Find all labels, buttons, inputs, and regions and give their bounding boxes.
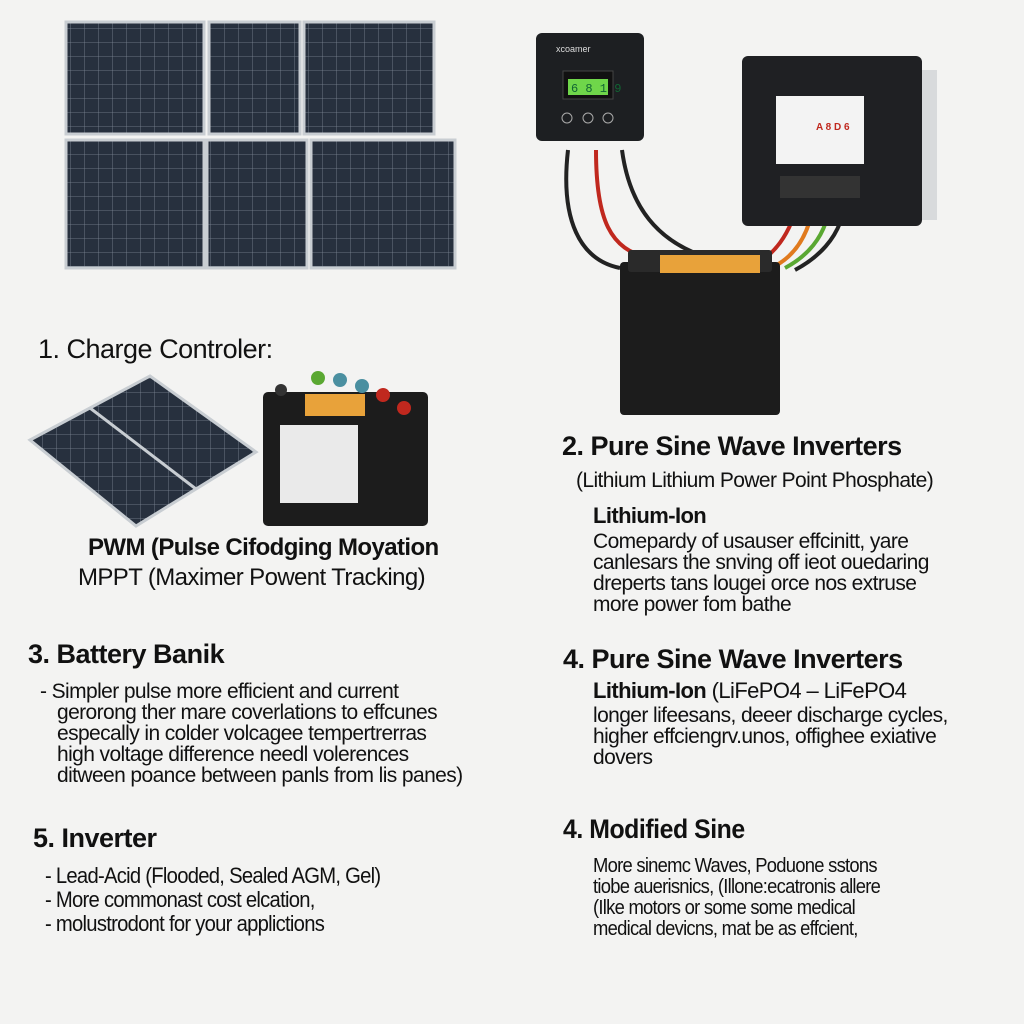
inverter-label: A 8 D 6 bbox=[816, 122, 850, 133]
controller-brand: xcoamer bbox=[556, 44, 591, 54]
text-line: higher effciengrv.unos, offighee exiativ… bbox=[593, 725, 937, 748]
button-icon bbox=[582, 112, 594, 124]
subheading-bold: Lithium-Ion bbox=[593, 678, 707, 703]
text-line: high voltage difference needl volerences bbox=[57, 743, 409, 766]
section-2-subheading: Lithium-Ion bbox=[593, 503, 707, 528]
text-line: (Ilke motors or some some medical bbox=[593, 897, 856, 919]
text-line: More sinemc Waves, Poduone sstons bbox=[593, 855, 878, 877]
button-icon bbox=[602, 112, 614, 124]
text-line: Comepardy of usauser effcinitt, yare bbox=[593, 530, 909, 553]
text-line: - Lead-Acid (Flooded, Sealed AGM, Gel) bbox=[45, 863, 381, 888]
text-line: - Simpler pulse more efficient and curre… bbox=[40, 680, 399, 703]
button-icon bbox=[561, 112, 573, 124]
text-line: canlesars the snving off ieot ouedaring bbox=[593, 551, 929, 574]
lcd-screen bbox=[568, 79, 608, 95]
section-4a-subheading: Lithium-Ion (LiFePO4 – LiFePO4 bbox=[593, 678, 907, 703]
charge-controller-device: xcoamer 6 8 1 9 bbox=[536, 33, 644, 141]
controller-display: 6 8 1 9 bbox=[571, 82, 621, 96]
section-2-text: Comepardy of usauser effcinitt, yare can… bbox=[593, 531, 929, 615]
section-1-title: 1. Charge Controler: bbox=[38, 334, 273, 364]
subheading-rest: (LiFePO4 – LiFePO4 bbox=[706, 678, 907, 703]
battery-small bbox=[263, 371, 428, 526]
text-line: gerorong ther mare coverlations to effcu… bbox=[57, 701, 438, 724]
text-line: dovers bbox=[593, 746, 653, 769]
text-line: - molustrodont for your applictions bbox=[45, 911, 325, 936]
text-line: medical devicns, mat be as effcient, bbox=[593, 918, 858, 940]
section-4b-text: More sinemc Waves, Poduone sstons tiobe … bbox=[593, 855, 881, 940]
battery-large bbox=[620, 250, 780, 415]
text-line: ditween poance between panls from lis pa… bbox=[57, 764, 463, 787]
text-line: more power fom bathe bbox=[593, 593, 792, 616]
text-line: tiobe auerisnics, (Illone:ecatronis alle… bbox=[593, 876, 881, 898]
text-line: longer lifeesans, deeer discharge cycles… bbox=[593, 704, 948, 727]
section-4a-text: longer lifeesans, deeer discharge cycles… bbox=[593, 705, 948, 768]
section-5-title: 5. Inverter bbox=[33, 823, 157, 853]
section-2-title: 2. Pure Sine Wave Inverters bbox=[562, 431, 902, 461]
inverter-device: A 8 D 6 bbox=[742, 56, 937, 226]
mppt-label: MPPT (Maximer Powent Tracking) bbox=[78, 564, 426, 591]
text-line: dreperts tans lougei orce nos extruse bbox=[593, 572, 917, 595]
pwm-label: PWM (Pulse Cifodging Moyation bbox=[88, 534, 439, 561]
section-3-title: 3. Battery Banik bbox=[28, 639, 225, 669]
solar-panel-small bbox=[27, 374, 259, 528]
section-4a-title: 4. Pure Sine Wave Inverters bbox=[563, 644, 903, 674]
section-2-subtitle: (Lithium Lithium Power Point Phosphate) bbox=[576, 469, 934, 492]
text-line: - More commonast cost elcation, bbox=[45, 887, 315, 912]
section-3-text: - Simpler pulse more efficient and curre… bbox=[40, 681, 463, 786]
section-5-text: - Lead-Acid (Flooded, Sealed AGM, Gel) -… bbox=[45, 863, 381, 936]
section-4b-title: 4. Modified Sine bbox=[563, 814, 745, 844]
solar-panel-array bbox=[64, 20, 457, 270]
text-line: especally in colder volcagee tempertrerr… bbox=[57, 722, 427, 745]
